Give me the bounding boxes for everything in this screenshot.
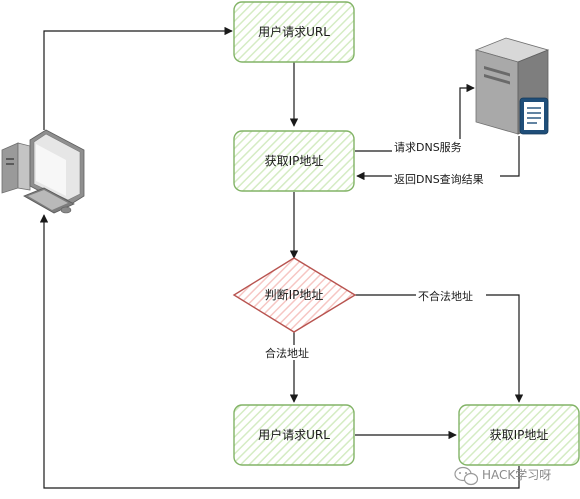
node-label: 用户请求URL bbox=[258, 24, 330, 39]
node-label: 获取IP地址 bbox=[265, 154, 324, 168]
desktop-computer-icon bbox=[1, 129, 85, 214]
edge-label-return-dns: 返回DNS查询结果 bbox=[394, 172, 484, 186]
node-get-ip-bottom: 获取IP地址 bbox=[458, 404, 580, 466]
edge-labels: 请求DNS服务 返回DNS查询结果 不合法地址 合法地址 bbox=[263, 139, 500, 360]
wechat-icon bbox=[454, 466, 479, 486]
dns-server-icon bbox=[474, 37, 550, 135]
watermark: HACK学习呀 bbox=[454, 466, 551, 486]
edge-label-illegal: 不合法地址 bbox=[418, 289, 473, 303]
node-request-url-bottom: 用户请求URL bbox=[233, 404, 355, 466]
node-get-ip-top: 获取IP地址 bbox=[233, 130, 355, 192]
edge-label-legal: 合法地址 bbox=[265, 346, 309, 360]
edge-judge-to-getip-bottom bbox=[355, 294, 524, 403]
node-judge-ip: 判断IP地址 bbox=[232, 257, 357, 333]
node-label: 获取IP地址 bbox=[490, 428, 549, 442]
edge-label-request-dns: 请求DNS服务 bbox=[394, 141, 462, 154]
node-request-url-top: 用户请求URL bbox=[233, 1, 355, 63]
node-label: 判断IP地址 bbox=[265, 287, 324, 302]
watermark-text: HACK学习呀 bbox=[482, 467, 551, 482]
edge-bottom-to-client bbox=[39, 214, 520, 489]
edge-client-to-request bbox=[43, 26, 233, 130]
node-label: 用户请求URL bbox=[258, 427, 330, 442]
